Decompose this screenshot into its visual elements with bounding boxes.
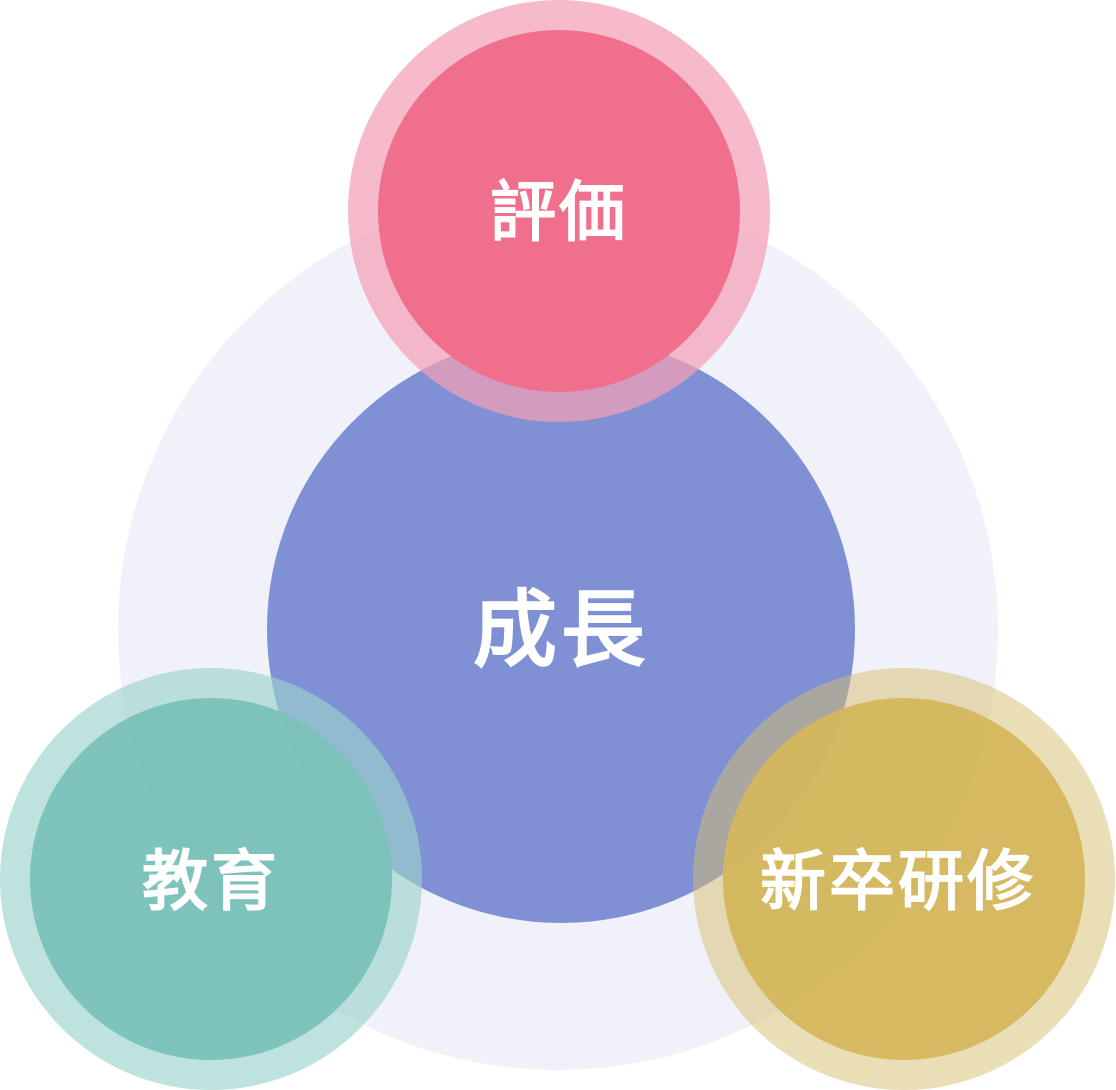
center-label: 成長 (472, 581, 650, 679)
top-circle-evaluation (378, 30, 740, 392)
left-label: 教育 (142, 843, 280, 920)
right-circle-new-grad-training (723, 698, 1085, 1060)
left-circle-education (30, 698, 392, 1060)
right-label: 新卒研修 (760, 843, 1036, 920)
top-label: 評価 (490, 174, 628, 251)
